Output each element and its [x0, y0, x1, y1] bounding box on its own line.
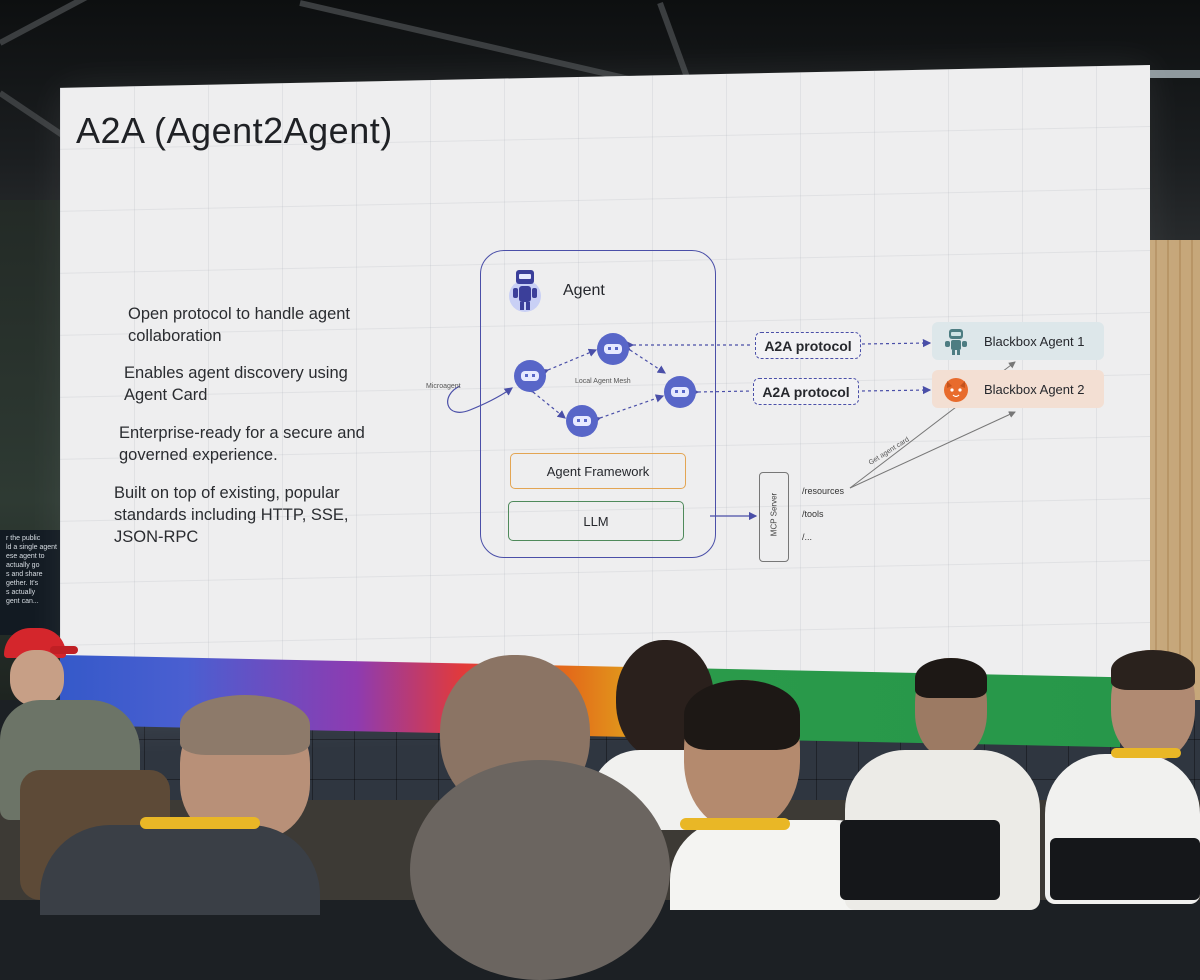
slide-bullet: Enables agent discovery using Agent Card [124, 364, 348, 404]
chair [840, 820, 1000, 900]
agent-framework-box: Agent Framework [510, 453, 686, 489]
audience-member [40, 695, 320, 915]
bot-icon [566, 405, 598, 437]
mesh-label: Local Agent Mesh [575, 378, 631, 385]
a2a-protocol-label: A2A protocol [753, 378, 859, 405]
ceiling-beam [1150, 70, 1200, 78]
blackbox-agent-1: Blackbox Agent 1 [932, 322, 1104, 360]
side-screen-text: r the public ld a single agent ese agent… [0, 530, 70, 635]
agent-container [480, 250, 716, 558]
blackbox-agent-2-label: Blackbox Agent 2 [984, 381, 1085, 397]
slide-bullet: Enterprise-ready for a secure and govern… [119, 424, 365, 464]
agent-label: Agent [563, 282, 605, 299]
bot-icon [514, 360, 546, 392]
slide-bullet: Built on top of existing, popular standa… [114, 484, 349, 546]
blackbox-agent-2: Blackbox Agent 2 [932, 370, 1104, 408]
mcp-item: /resources [802, 486, 845, 496]
slide-bullet: Open protocol to handle agent collaborat… [128, 305, 351, 345]
a2a-protocol-label: A2A protocol [755, 332, 861, 359]
llm-box: LLM [508, 501, 684, 541]
bot-icon [597, 333, 629, 365]
audience-member [370, 760, 710, 980]
ceiling-beam [0, 0, 231, 46]
microagent-label: Microagent [426, 383, 461, 390]
blackbox-agent-1-label: Blackbox Agent 1 [984, 333, 1085, 349]
chair [1050, 838, 1200, 900]
mcp-item: /... [802, 532, 813, 542]
robot-agent-icon [942, 327, 970, 355]
mcp-server-box [759, 472, 789, 562]
slide-title: A2A (Agent2Agent) [76, 110, 393, 151]
mcp-server-label: MCP Server [769, 492, 779, 537]
robot-avatar-icon [505, 268, 545, 312]
bot-icon [664, 376, 696, 408]
mcp-item: /tools [802, 509, 824, 519]
fox-agent-icon [942, 375, 970, 403]
